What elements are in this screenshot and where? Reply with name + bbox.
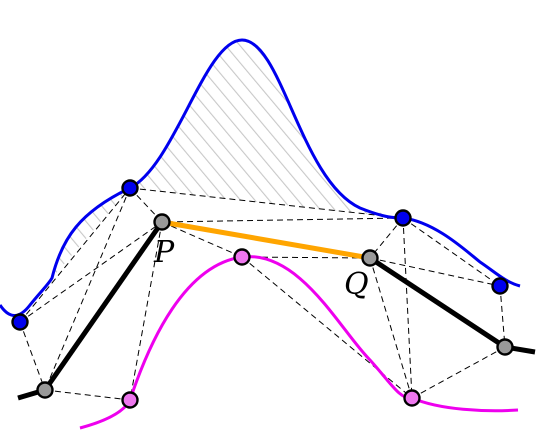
gray-point-right [496, 338, 514, 356]
gray-point-q [361, 249, 379, 267]
right-segment [368, 255, 507, 350]
blue-point-4 [491, 277, 509, 295]
blue-point-3 [394, 209, 412, 227]
left-segment-main [42, 220, 165, 392]
top-curve [0, 38, 521, 317]
bridge-segment [161, 219, 371, 261]
label-q: Q [344, 267, 369, 302]
blue-point-1 [11, 313, 29, 331]
bottom-curve [79, 255, 519, 430]
pink-point-1 [233, 248, 251, 266]
hatched-region [52, 40, 403, 278]
label-p: P [153, 235, 175, 270]
pink-point-2 [121, 391, 139, 409]
pink-point-3 [403, 389, 421, 407]
blue-point-2 [121, 179, 139, 197]
gray-point-p [153, 213, 171, 231]
gray-point-left [36, 381, 54, 399]
